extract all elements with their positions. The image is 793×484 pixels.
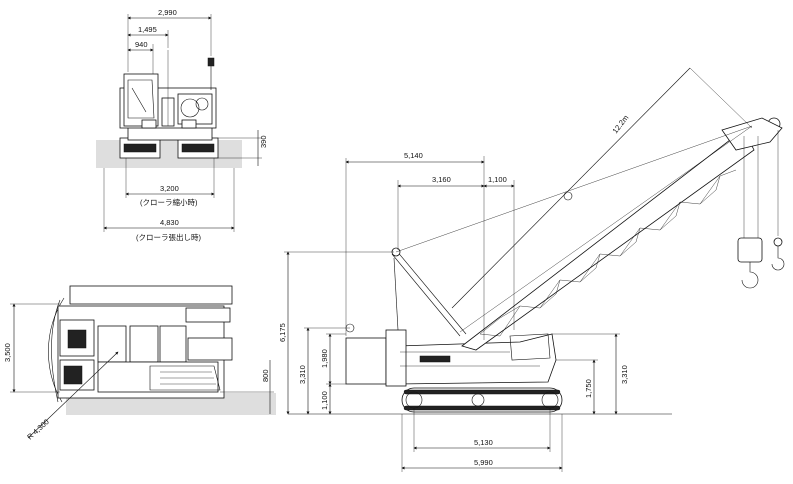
dim-cab-offset: 940 xyxy=(135,40,148,49)
front-ground xyxy=(96,140,242,168)
label-crawler-extended: (クローラ張出し時) xyxy=(136,232,201,242)
dim-crawler-extended: 4,830 xyxy=(160,218,179,227)
side-counterweight xyxy=(345,337,387,385)
dim-cab-height-right: 3,310 xyxy=(620,365,629,384)
side-view: 12.2m 5,140 3,160 1,100 6,175 3,310 1,98… xyxy=(278,67,785,472)
main-hook-block xyxy=(737,237,763,263)
dim-track-height: 1,750 xyxy=(584,379,593,398)
front-view: 2,990 1,495 940 390 3,200 (クローラ縮小時) 4,83… xyxy=(96,8,268,242)
dim-total-height: 6,175 xyxy=(278,323,287,342)
dim-half-width: 1,495 xyxy=(138,25,157,34)
dim-tail-radius: R 4,300 xyxy=(25,417,51,441)
dim-top-height: 800 xyxy=(261,369,270,382)
dim-pivot-offset: 1,100 xyxy=(488,175,507,184)
dim-mast-reach: 5,140 xyxy=(404,151,423,160)
dim-clearance: 390 xyxy=(259,135,268,148)
dim-boom-length: 12.2m xyxy=(610,113,630,135)
dim-rear-mast: 3,160 xyxy=(432,175,451,184)
dim-counterweight-clearance: 1,100 xyxy=(320,391,329,410)
top-ground xyxy=(66,393,276,415)
dim-top-width: 3,500 xyxy=(3,343,12,362)
label-crawler-retracted: (クローラ縮小時) xyxy=(140,197,198,207)
dim-overall-length: 5,990 xyxy=(474,458,493,467)
side-boom xyxy=(461,137,755,351)
dim-cab-height-left: 3,310 xyxy=(298,365,307,384)
dim-overall-width: 2,990 xyxy=(158,8,177,17)
top-boom-rest xyxy=(69,285,233,305)
dim-mast-height: 1,980 xyxy=(320,349,329,368)
dim-crawler-retracted: 3,200 xyxy=(160,184,179,193)
dim-tumbler-distance: 5,130 xyxy=(474,438,493,447)
top-view: 3,500 R 4,300 800 xyxy=(3,285,276,441)
